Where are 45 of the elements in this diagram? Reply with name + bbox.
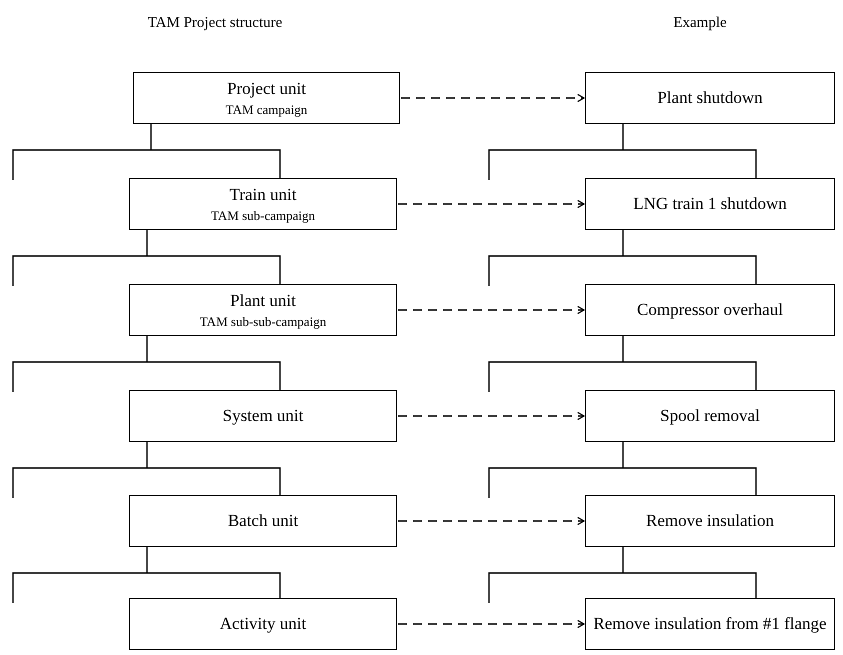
dashed-arrow <box>398 200 585 208</box>
connector-line <box>12 335 281 393</box>
unit-subtitle: TAM sub-sub-campaign <box>200 314 326 330</box>
unit-box <box>129 390 397 442</box>
dashed-arrow <box>398 306 585 314</box>
unit-box <box>585 495 835 547</box>
unit-title: Activity unit <box>220 613 306 635</box>
unit-title: Spool removal <box>660 405 760 427</box>
dashed-arrow <box>398 516 585 526</box>
unit-box <box>133 72 400 124</box>
column-heading: TAM Project structure <box>146 14 284 33</box>
unit-subtitle: TAM campaign <box>226 102 308 118</box>
unit-title: Train unit <box>230 184 296 206</box>
dashed-arrow <box>398 412 585 420</box>
unit-title: System unit <box>222 405 304 427</box>
unit-box <box>585 178 835 230</box>
connector-line <box>12 441 281 499</box>
connector-line <box>12 546 281 604</box>
unit-box <box>129 495 397 547</box>
column-heading: Example <box>672 14 728 33</box>
unit-title: Remove insulation <box>646 510 774 532</box>
connector-line <box>488 546 757 604</box>
unit-subtitle: TAM sub-campaign <box>210 208 316 224</box>
unit-box <box>129 284 397 336</box>
connector-line <box>12 229 281 287</box>
unit-title: Compressor overhaul <box>637 299 783 321</box>
unit-title: LNG train 1 shutdown <box>633 193 787 215</box>
dashed-arrow <box>398 620 585 628</box>
unit-title: Plant shutdown <box>657 87 763 109</box>
unit-box <box>585 390 835 442</box>
unit-box <box>585 72 835 124</box>
unit-title: Batch unit <box>228 510 298 532</box>
connector-line <box>488 335 757 393</box>
unit-title: Project unit <box>227 78 306 100</box>
connector-line <box>12 123 281 181</box>
connector-line <box>488 229 757 287</box>
unit-box <box>585 598 835 650</box>
connector-line <box>488 441 757 499</box>
unit-title: Remove insulation from #1 flange <box>593 613 827 635</box>
connector-line <box>488 123 757 181</box>
dashed-arrow <box>401 94 585 102</box>
unit-box <box>129 178 397 230</box>
unit-title: Plant unit <box>230 290 296 312</box>
unit-box <box>585 284 835 336</box>
unit-box <box>129 598 397 650</box>
